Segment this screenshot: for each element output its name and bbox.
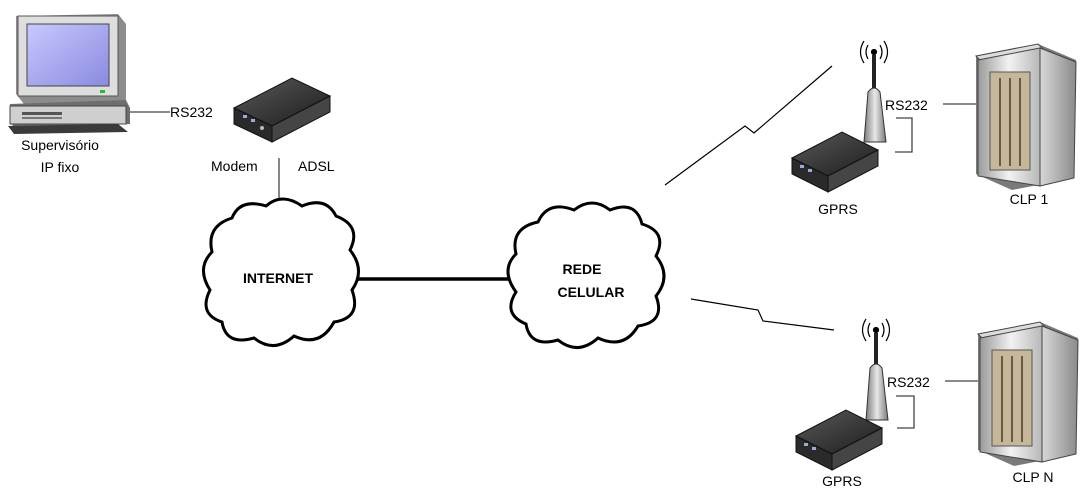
- modem-label: Modem: [211, 158, 258, 174]
- cellular-label-line1: REDE: [563, 261, 602, 277]
- wireless-link-bottom: [690, 298, 835, 331]
- gprs-antenna-icon: [863, 55, 887, 143]
- supervisor-label: Supervisório: [21, 137, 99, 153]
- adsl-label: ADSL: [298, 158, 335, 174]
- station-top: [790, 40, 1077, 193]
- signal-waves-icon: [861, 318, 891, 342]
- internet-label: INTERNET: [243, 270, 313, 286]
- station-top-plc-label: CLP 1: [1010, 191, 1049, 207]
- station-top-port-label: RS232: [885, 97, 928, 113]
- plc-cabinet-icon: [976, 321, 1079, 466]
- adsl-modem-icon: [232, 77, 332, 143]
- station-bottom-plc-label: CLP N: [1013, 469, 1054, 485]
- station-top-device-label: GPRS: [818, 201, 858, 217]
- gprs-modem-icon: [790, 131, 880, 193]
- wireless-link-top: [664, 65, 833, 186]
- gprs-modem-icon: [794, 409, 884, 471]
- plc-cabinet-icon: [974, 43, 1077, 190]
- cellular-network-cloud-icon: [506, 201, 666, 349]
- station-bottom-port-label: RS232: [887, 374, 930, 390]
- supervisor-ip-label: IP fixo: [41, 159, 80, 175]
- rs232-cable-bottom: [896, 395, 915, 429]
- cellular-label-line2: CELULAR: [558, 284, 625, 300]
- signal-waves-icon: [859, 40, 889, 64]
- internet-cloud-icon: [202, 197, 360, 347]
- station-bottom: [794, 318, 1079, 471]
- modem-port-label: RS232: [170, 104, 213, 120]
- rs232-cable-top: [895, 117, 913, 153]
- supervisor-computer-icon: [8, 14, 130, 134]
- gprs-antenna-icon: [865, 333, 889, 421]
- station-bottom-device-label: GPRS: [822, 473, 862, 489]
